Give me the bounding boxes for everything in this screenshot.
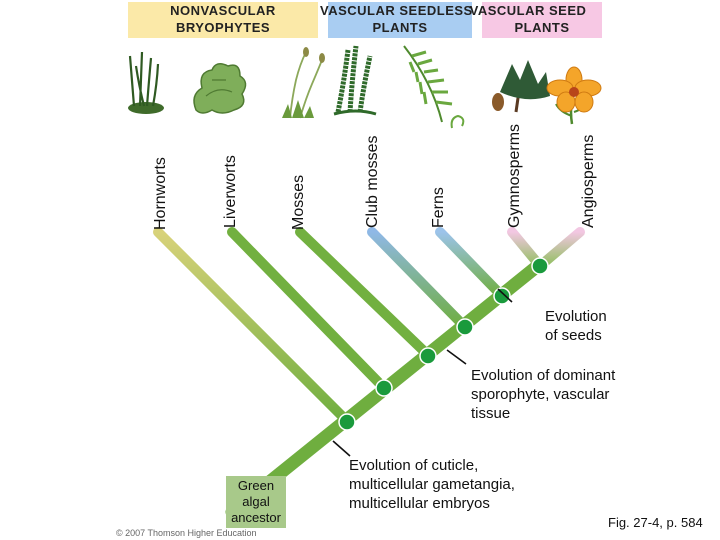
annotation-cuticle-gametangia-embryos: Evolution of cuticle, multicellular game… (349, 456, 515, 513)
taxon-club-mosses: Club mosses (364, 135, 381, 228)
group-vascular-seedless-plants: VASCULAR SEEDLESS PLANTS (320, 2, 472, 38)
branch-ferns (435, 227, 507, 301)
ancestor-line: algal (242, 494, 270, 509)
taxon-hornworts: Hornworts (152, 157, 169, 230)
club-moss-illustration (333, 45, 377, 116)
node-liverworts-split (375, 379, 393, 397)
angiosperm-illustration (546, 66, 602, 125)
annotation-line: sporophyte, vascular (471, 386, 610, 403)
branch-mosses (295, 227, 433, 360)
annotation-dominant-sporophyte: Evolution of dominant sporophyte, vascul… (471, 366, 615, 423)
annotation-line: multicellular gametangia, (349, 476, 515, 493)
annotation-line: tissue (471, 405, 511, 422)
branch-hornworts (153, 227, 352, 426)
copyright-text: © 2007 Thomson Higher Education (116, 528, 257, 538)
node-seed-plants (531, 257, 549, 275)
node-mosses-split (419, 347, 437, 365)
group-label-line1: NONVASCULAR (170, 3, 276, 18)
annotation-line: Evolution of cuticle, (349, 457, 479, 474)
group-vascular-seed-plants: VASCULAR SEED PLANTS (470, 2, 602, 38)
group-label-line1: VASCULAR SEEDLESS (320, 3, 473, 18)
annotation-line: Evolution of dominant (471, 367, 616, 384)
taxon-ferns: Ferns (430, 187, 447, 228)
pointer-sporophyte (446, 349, 467, 365)
annotation-pointers (332, 288, 513, 457)
node-land-plants (338, 413, 356, 431)
ancestor-line: ancestor (231, 510, 281, 525)
annotation-line: Evolution (545, 308, 607, 325)
green-algal-ancestor-box: Green algal ancestor (226, 476, 286, 528)
pointer-seeds (497, 288, 513, 303)
group-label-line1: VASCULAR SEED (469, 3, 587, 18)
group-nonvascular-bryophytes: NONVASCULAR BRYOPHYTES (128, 2, 318, 38)
ancestor-line: Green (237, 478, 275, 493)
tree-nodes (338, 257, 549, 431)
taxon-mosses: Mosses (290, 174, 307, 230)
gymnosperm-illustration (492, 60, 550, 113)
group-label-line2: BRYOPHYTES (175, 20, 271, 35)
hornwort-illustration (128, 51, 164, 114)
figure-reference: Fig. 27-4, p. 584 (608, 515, 703, 530)
group-label-line2: PLANTS (514, 20, 570, 35)
pointer-cuticle (332, 440, 351, 457)
node-ferns-split (493, 287, 511, 305)
liverwort-illustration (193, 63, 247, 114)
taxon-angiosperms: Angiosperms (580, 134, 597, 228)
taxon-gymnosperms: Gymnosperms (506, 123, 523, 228)
fern-illustration (403, 45, 465, 129)
taxon-liverworts: Liverworts (222, 155, 239, 228)
branch-liverworts (227, 227, 389, 393)
node-vascular (456, 318, 474, 336)
annotation-evolution-of-seeds: Evolution of seeds (545, 307, 607, 345)
group-label-line2: PLANTS (372, 20, 428, 35)
branch-club-mosses (367, 227, 470, 332)
annotation-line: multicellular embryos (349, 495, 490, 512)
moss-illustration (282, 47, 325, 119)
annotation-line: of seeds (545, 327, 602, 344)
